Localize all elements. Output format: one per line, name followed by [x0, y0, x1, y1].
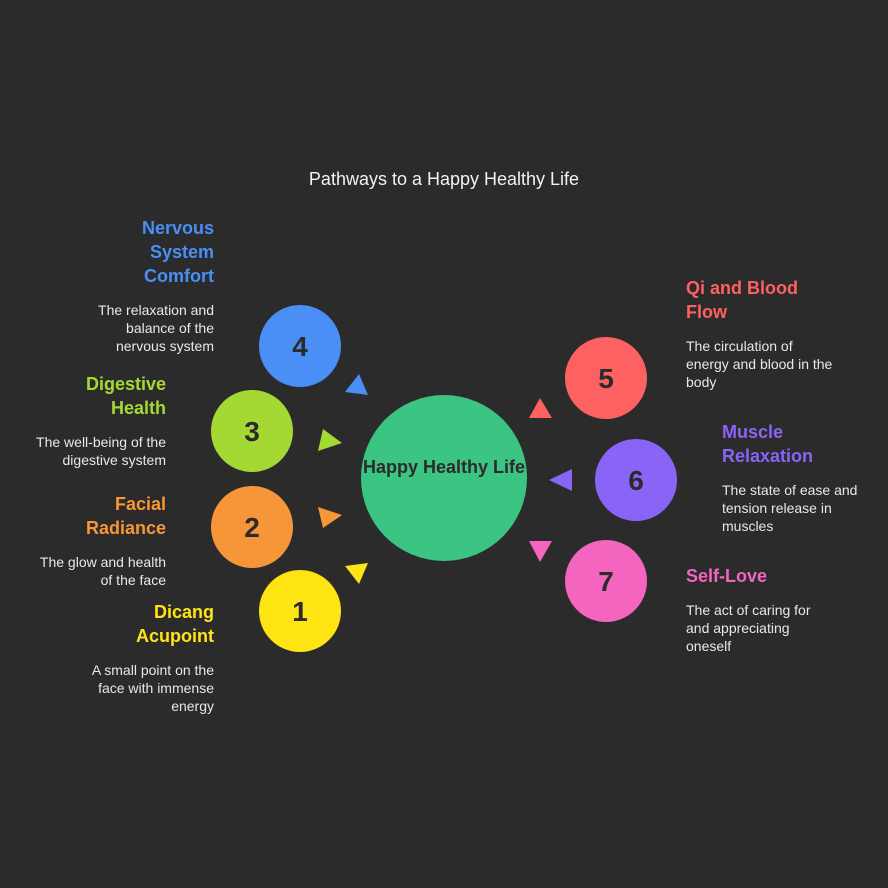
- node-circle-4: [259, 305, 341, 387]
- pathway-description: The circulation of energy and blood in t…: [686, 338, 833, 390]
- pathway-description: The relaxation and balance of the nervou…: [98, 302, 214, 354]
- node-circle-5: [565, 337, 647, 419]
- pathway-title: Dicang Acupoint: [136, 602, 214, 646]
- node-number: 7: [598, 566, 614, 597]
- arrow-icon: [318, 507, 342, 528]
- node-circle-1: [259, 570, 341, 652]
- node-circle-6: [595, 439, 677, 521]
- node-circle-7: [565, 540, 647, 622]
- node-circle-3: [211, 390, 293, 472]
- node-number: 1: [292, 596, 308, 627]
- arrow-icon: [529, 541, 552, 562]
- pathway-description: The state of ease and tension release in…: [722, 482, 858, 534]
- pathway-title: Self-Love: [686, 566, 768, 586]
- arrow-icon: [529, 398, 552, 418]
- pathway-title: Muscle Relaxation: [722, 422, 814, 466]
- center-circle: [361, 395, 527, 561]
- pathway-description: A small point on the face with immense e…: [91, 662, 214, 714]
- diagram-title: Pathways to a Happy Healthy Life: [308, 169, 580, 189]
- node-number: 3: [244, 416, 260, 447]
- pathway-title: Facial Radiance: [85, 494, 166, 538]
- pathway-title: Digestive Health: [85, 374, 166, 418]
- node-number: 6: [628, 465, 644, 496]
- arrow-icon: [345, 563, 368, 584]
- pathway-text-1: Dicang Acupoint A small point on the face…: [14, 600, 214, 715]
- pathway-title: Nervous System Comfort: [141, 218, 214, 286]
- node-number: 2: [244, 512, 260, 543]
- center-label: Happy Healthy Life: [362, 457, 526, 477]
- pathway-title: Qi and Blood Flow: [686, 278, 798, 322]
- arrow-icon: [549, 469, 572, 491]
- pathway-description: The glow and health of the face: [39, 554, 166, 588]
- pathway-description: The act of caring for and appreciating o…: [686, 602, 811, 654]
- arrow-icon: [318, 429, 342, 451]
- pathway-description: The well-being of the digestive system: [36, 434, 166, 468]
- node-number: 4: [292, 331, 308, 362]
- node-circle-2: [211, 486, 293, 568]
- node-number: 5: [598, 363, 614, 394]
- arrow-icon: [345, 374, 368, 395]
